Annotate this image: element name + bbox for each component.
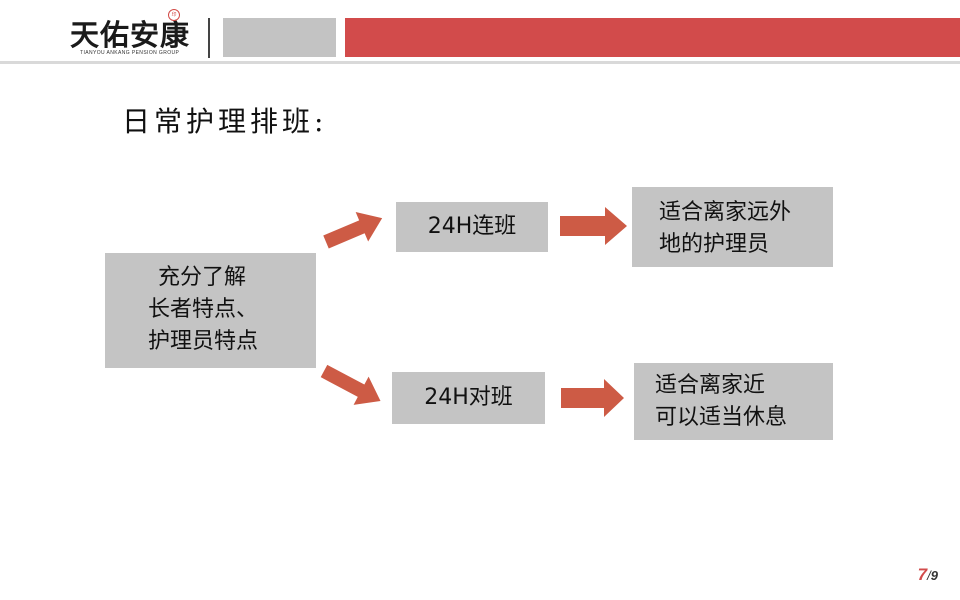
arrow-right-icon-top: [560, 207, 627, 245]
header: 天佑安康 印 TIANYOU ANKANG PENSION GROUP: [0, 0, 960, 64]
company-logo: 天佑安康 印 TIANYOU ANKANG PENSION GROUP: [70, 8, 198, 58]
page-separator: /: [927, 568, 931, 583]
duiban-suit-line-2: 可以适当休息: [655, 405, 788, 430]
total-page-number: 9: [930, 568, 938, 583]
logo-chinese-name: 天佑安康: [70, 18, 191, 52]
arrow-up-right-icon: [323, 212, 383, 249]
slide-title: 日常护理排班:: [122, 105, 328, 138]
main-line-1: 充分了解: [158, 265, 247, 290]
duiban-suit-line-1: 适合离家近: [655, 373, 766, 398]
logo-english-name: TIANYOU ANKANG PENSION GROUP: [80, 50, 180, 56]
shift-lianban-label: 24H连班: [427, 214, 517, 239]
main-condition-box: 充分了解 长者特点、 护理员特点: [105, 253, 316, 368]
main-line-2: 长者特点、: [148, 297, 259, 322]
shift-lianban-box: 24H连班: [396, 202, 548, 252]
lianban-suitability-box: 适合离家远外 地的护理员: [632, 187, 833, 267]
duiban-suitability-box: 适合离家近 可以适当休息: [634, 363, 833, 440]
page-indicator: 7/9: [918, 565, 938, 585]
shift-duiban-box: 24H对班: [392, 372, 545, 424]
current-page-number: 7: [917, 565, 928, 584]
logo-seal-icon: 印: [168, 9, 180, 21]
shift-duiban-label: 24H对班: [424, 385, 513, 410]
lianban-suit-line-1: 适合离家远外: [659, 200, 792, 225]
arrow-down-right-icon: [320, 364, 381, 405]
lianban-suit-line-2: 地的护理员: [659, 232, 770, 257]
header-divider: [208, 18, 210, 58]
header-gray-bar: [223, 18, 336, 57]
main-line-3: 护理员特点: [148, 329, 259, 354]
header-red-bar: [345, 18, 960, 57]
arrow-right-icon-bottom: [561, 379, 624, 417]
header-bottom-rule: [0, 61, 960, 64]
